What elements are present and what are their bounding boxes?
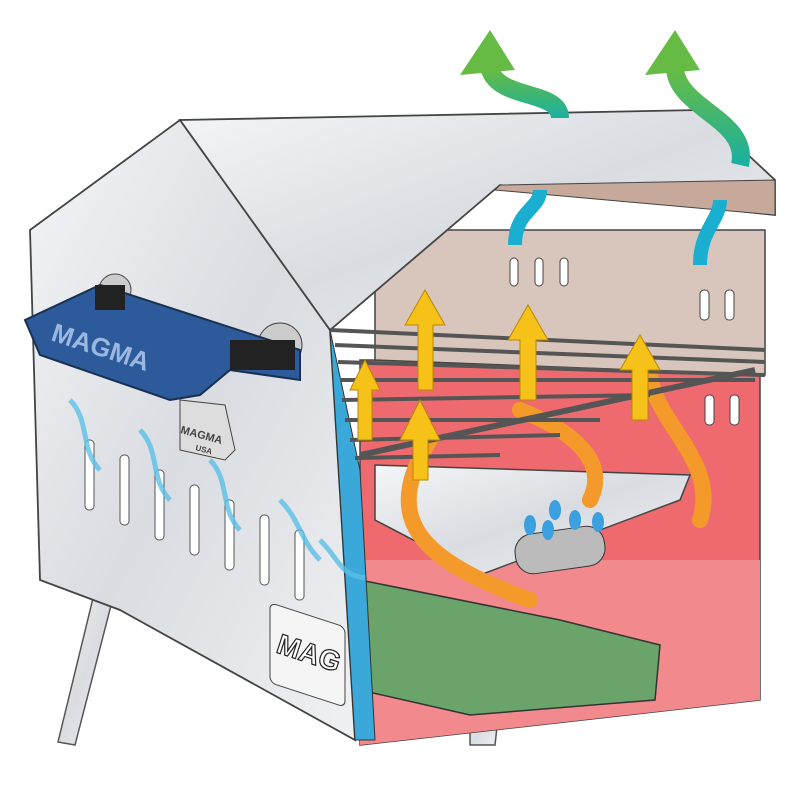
- grill-key: MAGMA USA: [179, 399, 236, 461]
- intake-air-arrows: [68, 398, 366, 581]
- key-sublabel: USA: [194, 443, 213, 456]
- flame-icons: [524, 500, 604, 540]
- rising-heat-arrows: [349, 288, 661, 481]
- exhaust-arrows: [460, 30, 750, 266]
- front-badge: MAG: [269, 603, 346, 706]
- burner: [374, 464, 692, 576]
